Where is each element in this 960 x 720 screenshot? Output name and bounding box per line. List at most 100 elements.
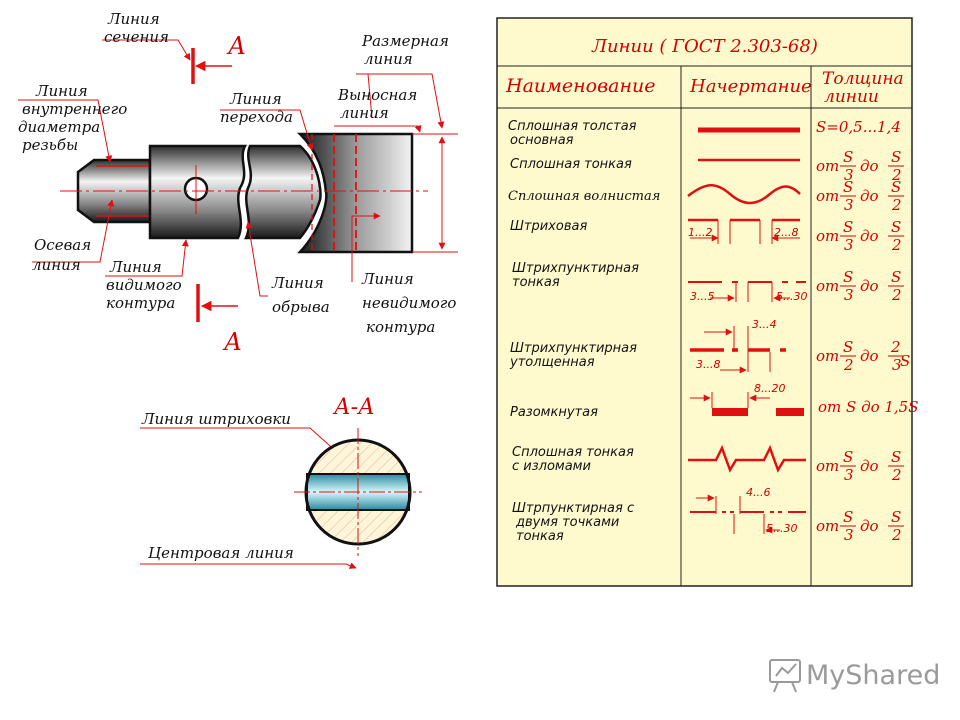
thickness-row-9-b-den: 2 [891, 526, 902, 544]
row-9-name-2: двумя точками [515, 515, 619, 530]
thickness-row-6-from: от [816, 347, 839, 365]
thickness-row-2-to: до [860, 157, 879, 175]
shaft-head [296, 132, 414, 254]
label-axial-2: линия [32, 256, 81, 274]
svg-text:Линия: Линия [107, 10, 160, 28]
sample-open-left [712, 408, 748, 416]
thickness-row-3-b-num: S [891, 178, 901, 196]
thickness-row-3-to: до [860, 187, 879, 205]
presentation-board-icon [769, 659, 801, 693]
thickness-row-2-from: от [816, 157, 839, 175]
row-9-name-3: тонкая [516, 529, 564, 544]
dim-dashed-1: 1...2 [688, 226, 713, 239]
table-title: Линии ( ГОСТ 2.303-68) [591, 36, 818, 57]
thickness-row-4-b-den: 2 [891, 236, 902, 254]
center-leader [140, 562, 357, 569]
thickness-row-6-a-num: S [843, 338, 853, 356]
label-inner-thread-3: диаметра [18, 118, 100, 136]
thickness-row-9-from: от [816, 517, 839, 535]
section-view: А-А Линия штриховки Центровая линия [140, 395, 422, 569]
dim-dash2dot-1: 4...6 [746, 486, 771, 499]
thickness-row-8-from: от [816, 457, 839, 475]
dim-open: 8...20 [754, 382, 786, 395]
label-invisible-1: Линия [361, 270, 414, 288]
thickness-row-6-b-num: 2 [890, 338, 901, 356]
thickness-row-3-b-den: 2 [891, 196, 902, 214]
row-5-name-2: тонкая [512, 275, 560, 290]
row-6-name-1: Штрихпунктирная [510, 341, 637, 356]
label-extension-1: Выносная [337, 86, 417, 104]
thickness-row-3-a-num: S [843, 178, 853, 196]
row-1-name-1: Сплошная толстая [508, 119, 637, 134]
thickness-row-8-a-den: 3 [844, 466, 854, 484]
dim-dashdot-thick-2: 3...8 [696, 358, 721, 371]
section-title: А-А [332, 395, 375, 420]
section-letter-top: А [226, 32, 246, 60]
watermark: MyShared [769, 659, 940, 693]
label-visible-2: видимого [106, 276, 182, 294]
label-break-1: Линия [271, 274, 324, 292]
section-letter-bottom: А [222, 328, 242, 356]
dim-dashed-2: 2...8 [774, 226, 799, 239]
hatching-leader [140, 427, 349, 463]
style-samples [687, 127, 806, 534]
label-inner-thread-4: резьбы [22, 136, 78, 154]
label-break-2: обрыва [272, 298, 330, 316]
dim-dash2dot-2: 5...30 [766, 522, 798, 535]
thickness-row-2-a-den: 3 [844, 166, 854, 184]
table-frame [496, 17, 913, 587]
row-4-name: Штриховая [510, 219, 587, 234]
thickness-row-2-b-den: 2 [891, 166, 902, 184]
label-transition-2: перехода [220, 108, 293, 126]
thickness-row-5-a-num: S [843, 268, 853, 286]
row-7-name: Разомкнутая [510, 405, 598, 420]
thickness-row-4-a-den: 3 [844, 236, 854, 254]
thickness-row-9-to: до [860, 517, 879, 535]
label-section-line-2: сечения [104, 28, 169, 46]
thickness-row-5-from: от [816, 277, 839, 295]
thickness-row-4-to: до [860, 227, 879, 245]
row-8-name-1: Сплошная тонкая [512, 445, 634, 460]
row-1-name-2: основная [510, 133, 574, 148]
thickness-row-4-b-num: S [891, 218, 901, 236]
sample-dashed-ext [717, 220, 773, 244]
thickness-row-1: S=0,5...1,4 [816, 118, 901, 136]
label-section-line-1: Линия [107, 10, 160, 28]
svg-text:сечения: сечения [104, 28, 169, 46]
thickness-row-6-a-den: 2 [843, 356, 854, 374]
row-2-name: Сплошная тонкая [510, 157, 632, 172]
header-thickness-2: линии [824, 87, 879, 107]
thickness-row-7: от S до 1,5S [818, 398, 919, 416]
header-thickness-1: Толщина [822, 69, 904, 89]
thickness-row-4-a-num: S [843, 218, 853, 236]
shaft-after-break [244, 144, 322, 240]
row-6-name-2: утолщенная [509, 355, 595, 370]
line-types-table: Линии ( ГОСТ 2.303-68) Наименование Наче… [496, 17, 919, 587]
leader-lines [18, 39, 445, 297]
thickness-row-8-to: до [860, 457, 879, 475]
header-name: Наименование [505, 75, 655, 97]
thickness-row-9-a-num: S [843, 508, 853, 526]
row-9-name-1: Штрпунктирная с [512, 501, 634, 516]
label-invisible-3: контура [366, 318, 435, 336]
thickness-row-2-a-num: S [843, 148, 853, 166]
row-8-name-2: с изломами [512, 459, 591, 474]
sample-open-right [776, 408, 804, 416]
thickness-row-5-b-num: S [891, 268, 901, 286]
label-axial-1: Осевая [34, 236, 91, 254]
label-dimension-2: линия [364, 50, 413, 68]
thickness-row-5-to: до [860, 277, 879, 295]
sample-wavy [687, 184, 801, 205]
thickness-row-5-a-den: 3 [844, 286, 854, 304]
drawing-labels: Линия сечения А Линия внутреннего диамет… [18, 10, 456, 356]
dim-dashdot-thick-1: 3...4 [752, 318, 777, 331]
watermark-text: MyShared [806, 660, 940, 691]
label-hatching: Линия штриховки [141, 410, 291, 428]
label-center: Центровая линия [148, 544, 294, 562]
thickness-row-9-b-num: S [891, 508, 901, 526]
thickness-row-8-a-num: S [843, 448, 853, 466]
thickness-row-8-b-num: S [891, 448, 901, 466]
label-invisible-2: невидимого [362, 294, 456, 312]
label-dimension-1: Размерная [361, 32, 449, 50]
